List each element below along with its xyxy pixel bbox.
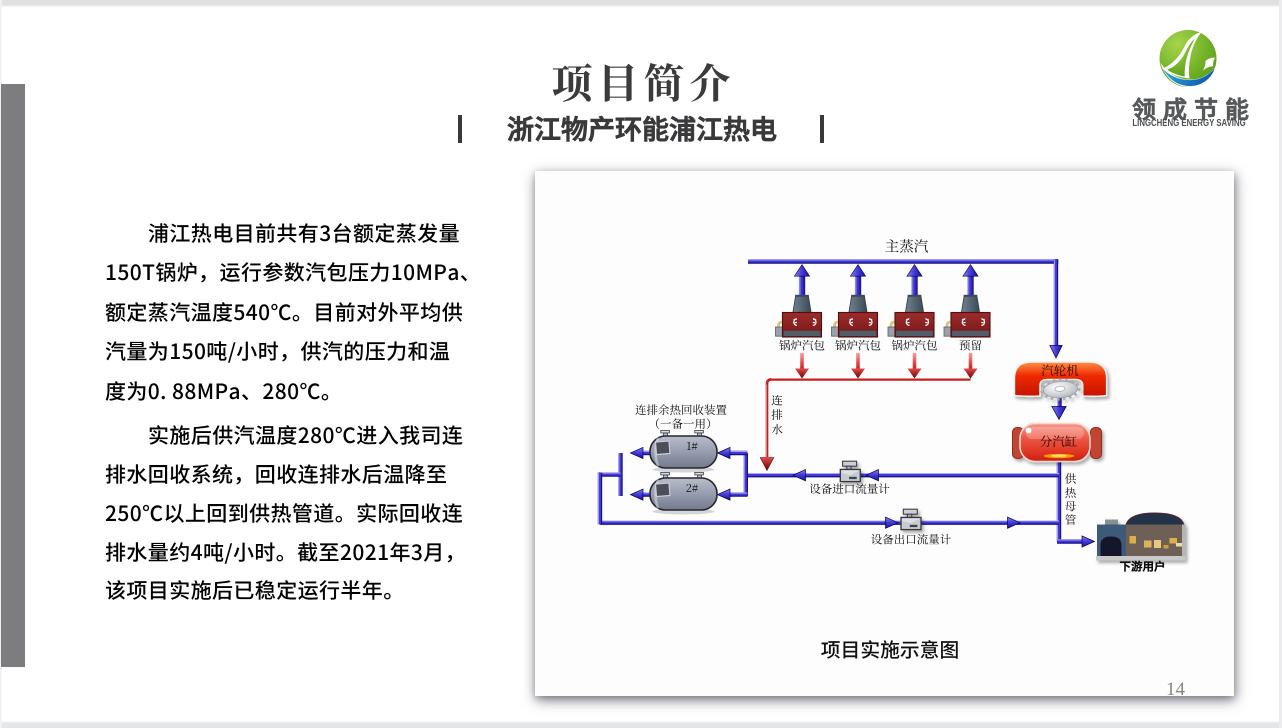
svg-text:锅炉汽包: 锅炉汽包: [835, 338, 881, 354]
svg-text:设备出口流量计: 设备出口流量计: [871, 532, 952, 548]
svg-text:预留: 预留: [959, 338, 982, 354]
svg-text:分汽缸: 分汽缸: [1040, 432, 1078, 450]
svg-text:2#: 2#: [686, 480, 699, 496]
svg-text:连排余热回收装置: 连排余热回收装置: [635, 402, 727, 418]
svg-text:排: 排: [771, 407, 783, 423]
svg-text:供: 供: [1065, 471, 1077, 487]
svg-text:管: 管: [1065, 512, 1077, 528]
svg-text:汽轮机: 汽轮机: [1041, 361, 1079, 379]
svg-text:母: 母: [1065, 498, 1077, 514]
svg-text:设备进口流量计: 设备进口流量计: [809, 481, 890, 497]
svg-text:锅炉汽包: 锅炉汽包: [779, 338, 825, 354]
svg-text:（一备一用）: （一备一用）: [649, 416, 718, 432]
svg-text:下游用户: 下游用户: [1120, 559, 1166, 575]
svg-text:连: 连: [771, 393, 783, 409]
svg-text:主蒸汽: 主蒸汽: [885, 235, 929, 256]
svg-text:锅炉汽包: 锅炉汽包: [892, 338, 938, 354]
svg-text:水: 水: [771, 422, 783, 438]
svg-text:热: 热: [1065, 485, 1077, 501]
svg-text:1#: 1#: [686, 438, 698, 454]
